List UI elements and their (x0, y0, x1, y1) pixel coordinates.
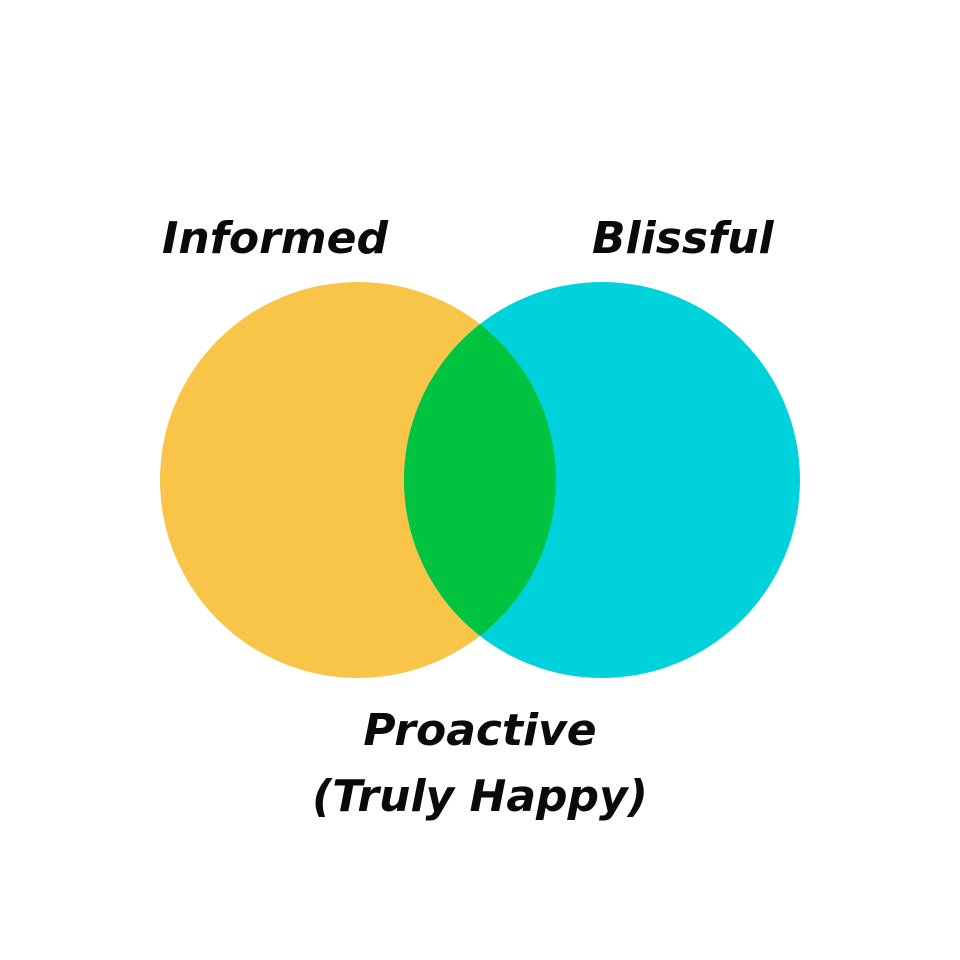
intersection-region (404, 282, 556, 678)
intersection-label: Proactive (Truly Happy) (0, 698, 960, 830)
intersection-label-line1: Proactive (363, 705, 597, 756)
intersection-label-line2: (Truly Happy) (312, 771, 648, 822)
blissful-label: Blissful (592, 213, 774, 264)
informed-label: Informed (162, 213, 388, 264)
